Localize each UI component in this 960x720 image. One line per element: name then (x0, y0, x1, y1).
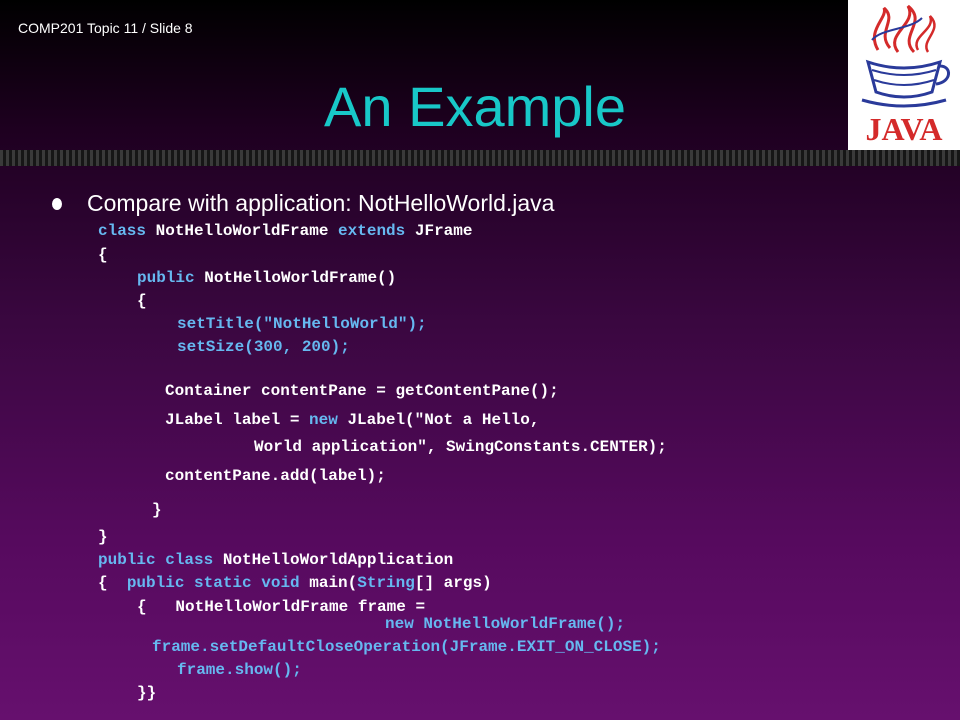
code-keyword: public static void (126, 574, 300, 592)
code-line: { NotHelloWorldFrame frame = (137, 597, 425, 617)
title-divider (0, 150, 960, 166)
code-line: contentPane.add(label); (165, 466, 386, 486)
code-text: { (98, 574, 127, 592)
code-text: } (98, 528, 108, 546)
code-keyword: new (385, 615, 414, 633)
code-keyword: String (357, 574, 415, 592)
code-line: setTitle("NotHelloWorld"); (177, 314, 427, 334)
code-text: contentPane.add(label); (165, 467, 386, 485)
code-text: setTitle( (177, 315, 264, 333)
code-line: { (137, 291, 147, 311)
code-text: NotHelloWorldApplication (213, 551, 454, 569)
java-logo-text: JAVA (865, 111, 942, 147)
code-text: [] args) (414, 574, 492, 592)
code-text: NotHelloWorldFrame(); (413, 615, 626, 633)
code-text: NotHelloWorldFrame() (194, 269, 397, 287)
code-keyword: extends (338, 222, 406, 240)
code-text: setSize(300, 200); (177, 338, 350, 356)
code-line: World application", SwingConstants.CENTE… (254, 437, 667, 457)
code-text: ); (407, 315, 427, 333)
code-line: frame.show(); (177, 660, 302, 680)
code-keyword: class (98, 222, 147, 240)
bullet-dot-icon (52, 198, 62, 210)
bullet-text: Compare with application: NotHelloWorld.… (87, 190, 555, 216)
code-text: { (137, 292, 147, 310)
code-line: JLabel label = new JLabel("Not a Hello, (165, 410, 539, 430)
code-line: } (98, 527, 108, 547)
code-line: class NotHelloWorldFrame extends JFrame (98, 221, 472, 241)
java-logo: JAVA (848, 0, 960, 150)
code-keyword: public (137, 269, 195, 287)
code-line: Container contentPane = getContentPane()… (165, 381, 559, 401)
code-line: new NotHelloWorldFrame(); (385, 614, 625, 634)
code-keyword: new (309, 411, 338, 429)
code-text: JFrame (405, 222, 473, 240)
code-text: frame.show(); (177, 661, 302, 679)
code-line: public class NotHelloWorldApplication (98, 550, 453, 570)
code-text: NotHelloWorldFrame (146, 222, 339, 240)
code-line: setSize(300, 200); (177, 337, 350, 357)
code-line: }} (137, 683, 156, 703)
code-line: { public static void main(String[] args) (98, 573, 492, 593)
code-line: frame.setDefaultCloseOperation(JFrame.EX… (152, 637, 661, 657)
code-text: main( (299, 574, 358, 592)
code-line: public NotHelloWorldFrame() (137, 268, 396, 288)
code-text: World application", SwingConstants.CENTE… (254, 438, 667, 456)
code-line: { (98, 245, 108, 265)
code-text: }} (137, 684, 157, 702)
slide-label: COMP201 Topic 11 / Slide 8 (18, 20, 193, 36)
code-text: Container contentPane = getContentPane()… (165, 382, 559, 400)
code-keyword: public class (98, 551, 214, 569)
code-text: { NotHelloWorldFrame frame = (137, 598, 426, 616)
code-text: { (98, 246, 108, 264)
slide-title: An Example (324, 75, 626, 138)
code-text: JLabel("Not a Hello, (337, 411, 540, 429)
code-string: "NotHelloWorld" (263, 315, 408, 333)
code-text: } (152, 501, 162, 519)
code-text: frame.setDefaultCloseOperation(JFrame.EX… (152, 638, 661, 656)
code-text: JLabel label = (165, 411, 310, 429)
code-line: } (152, 500, 162, 520)
